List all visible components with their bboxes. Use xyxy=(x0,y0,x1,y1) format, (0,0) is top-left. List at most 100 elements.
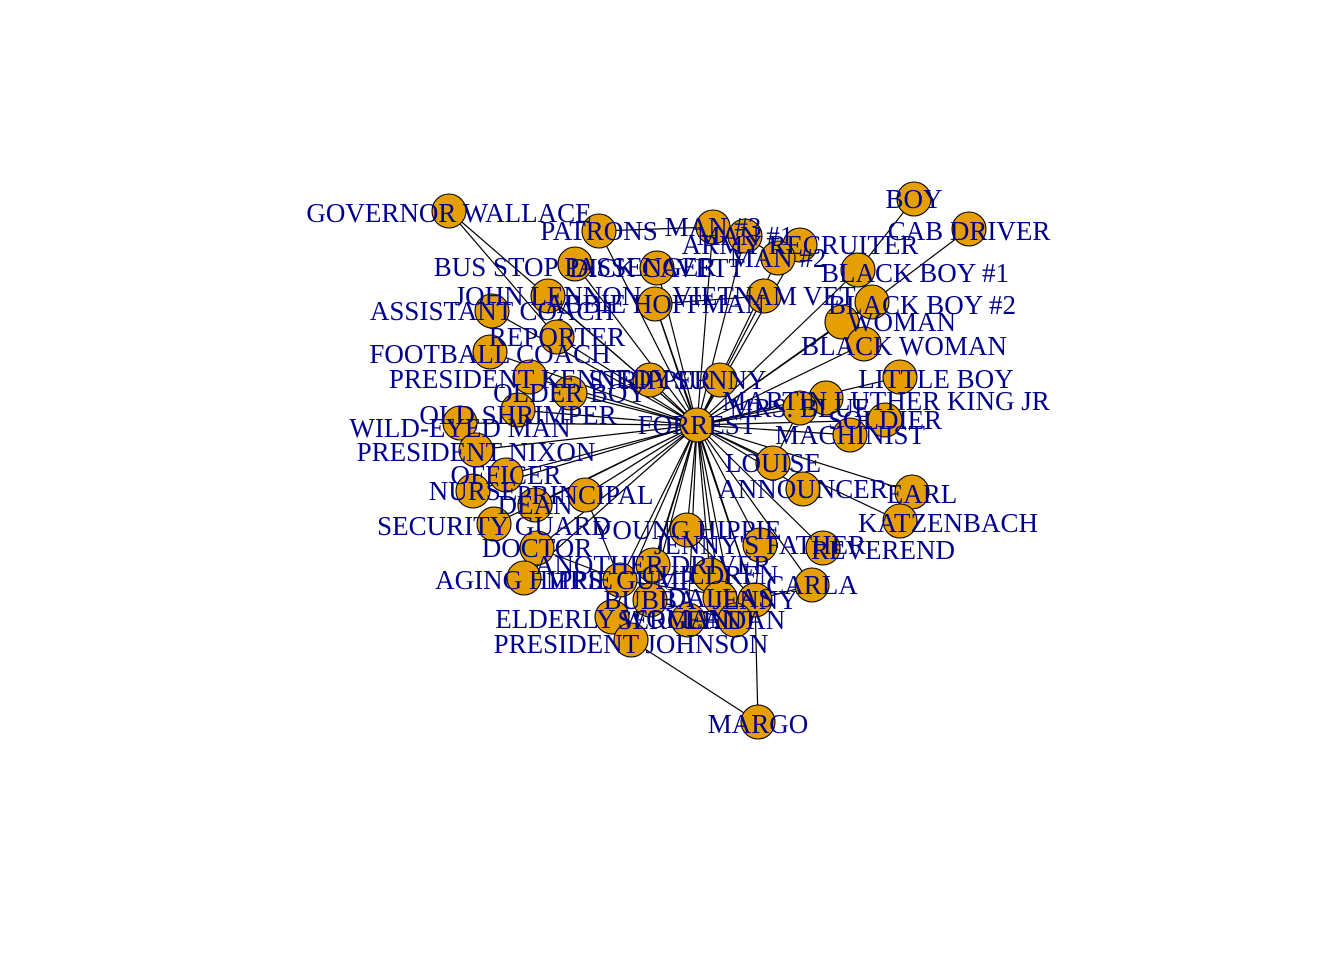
node-sunny xyxy=(702,362,738,398)
node-label-president-johnson: PRESIDENT JOHNSON xyxy=(494,629,769,659)
node-stripper xyxy=(632,362,668,398)
node-label-boy: BOY xyxy=(885,184,942,214)
node-label-sergeant: SERGEANT xyxy=(618,605,760,635)
node-old-shrimper xyxy=(500,392,536,428)
node-label-cab-driver: CAB DRIVER xyxy=(888,216,1051,246)
node-boy xyxy=(896,181,932,217)
nodes-layer xyxy=(431,181,987,740)
node-president-johnson xyxy=(613,622,649,658)
node-older-boy xyxy=(552,375,588,411)
node-mrs-gump xyxy=(602,562,638,598)
edge-forrest--carla xyxy=(696,424,813,586)
node-label-man-3: MAN #3 xyxy=(665,212,762,242)
node-louise xyxy=(755,445,791,481)
node-label-announcer: ANNOUNCER xyxy=(718,474,888,504)
node-cab-driver xyxy=(951,211,987,247)
edge-forrest--machinist xyxy=(696,424,851,436)
edge-forrest--mrs-gump xyxy=(619,424,698,581)
node-label-man-1: MAN #1 xyxy=(697,221,794,251)
edge-forrest--wild-eyed-man xyxy=(459,422,698,426)
node-label-katzenbach: KATZENBACH xyxy=(858,508,1038,538)
node-sergeant xyxy=(670,602,706,638)
node-label-soldier: SOLDIER xyxy=(828,405,942,435)
node-label-earl: EARL xyxy=(887,479,958,509)
node-label-dallas: DALLAS xyxy=(667,583,774,613)
node-president-kennedy xyxy=(512,359,548,395)
node-another-driver xyxy=(635,547,671,583)
edge-forrest--man-1 xyxy=(696,235,746,426)
node-john-lennon xyxy=(530,278,566,314)
edge-forrest--jenny-s-father xyxy=(696,424,761,546)
node-vietnam-vet xyxy=(746,278,782,314)
node-black-woman xyxy=(846,326,882,362)
node-patrons xyxy=(581,213,617,249)
node-label-reverend: REVEREND xyxy=(811,535,955,565)
edge-forrest--old-shrimper xyxy=(517,409,698,426)
node-label-vietnam-vet: VIETNAM VET xyxy=(672,281,856,311)
edge-forrest--children xyxy=(696,424,711,576)
node-label-martin-luther-king-jr: MARTIN LUTHER KING JR xyxy=(722,386,1050,416)
edge-forrest--young-hippie xyxy=(686,424,698,531)
edge-forrest--reverend xyxy=(696,424,824,549)
node-label-doctor: DOCTOR xyxy=(482,533,593,563)
node-label-john-lennon: JOHN LENNON xyxy=(455,281,642,311)
node-principal xyxy=(567,477,603,513)
node-label-louise: LOUISE xyxy=(725,448,821,478)
node-label-football-coach: FOOTBALL COACH xyxy=(369,339,610,369)
edge-forrest--assistant-coach xyxy=(491,310,698,426)
edge-forrest--doctor xyxy=(536,424,698,549)
edge-forrest--bus-stop-passenger xyxy=(574,263,698,426)
node-label-reporter: REPORTER xyxy=(489,322,625,352)
node-label-assistant-coach: ASSISTANT COACH xyxy=(370,296,614,326)
node-machinist xyxy=(832,417,868,453)
edge-margo--president-johnson xyxy=(630,639,759,723)
node-label-stripper: STRIPPER xyxy=(588,365,711,395)
node-officer xyxy=(488,457,524,493)
node-announcer xyxy=(785,471,821,507)
edge-vietnam-vet--abbie-hoffman xyxy=(654,295,765,305)
node-dean xyxy=(517,487,553,523)
node-abbie-hoffman xyxy=(637,286,673,322)
node-label-bubba: BUBBA xyxy=(603,585,697,615)
node-label-old-shrimper: OLD SHRIMPER xyxy=(419,400,616,430)
node-label-little-boy: LITTLE BOY xyxy=(858,364,1013,394)
node-dick-cavett xyxy=(639,250,675,286)
node-label-man-2: MAN #2 xyxy=(730,243,827,273)
edge-forrest--officer xyxy=(505,424,698,476)
node-label-sunny: SUNNY xyxy=(673,365,766,395)
node-forrest xyxy=(679,407,715,443)
edge-man-3--patrons xyxy=(598,226,714,232)
node-label-lt-dan: LT. DAN xyxy=(685,605,786,635)
node-label-jenny: JENNY xyxy=(712,585,798,615)
edge-jenny--margo xyxy=(754,599,759,723)
node-label-forrest: FORREST xyxy=(638,410,757,440)
node-assistant-coach xyxy=(474,293,510,329)
node-president-nixon xyxy=(458,432,494,468)
node-label-black-woman: BLACK WOMAN xyxy=(801,331,1007,361)
edge-forrest--announcer xyxy=(696,424,804,490)
node-label-older-boy: OLDER BOY xyxy=(493,378,647,408)
node-label-patrons: PATRONS xyxy=(540,216,658,246)
node-aging-hippie xyxy=(506,560,542,596)
node-label-wild-eyed-man: WILD-EYED MAN xyxy=(349,413,570,443)
node-label-machinist: MACHINIST xyxy=(775,420,926,450)
node-reporter xyxy=(539,319,575,355)
node-label-margo: MARGO xyxy=(708,709,809,739)
node-label-mrs-gump: MRS. GUMP xyxy=(546,565,695,595)
node-jenny-s-father xyxy=(742,527,778,563)
node-mrs-blue xyxy=(782,390,818,426)
node-bus-stop-passenger xyxy=(557,246,593,282)
edge-forrest--earl xyxy=(696,424,913,493)
edge-forrest--older-boy xyxy=(569,392,698,426)
edge-forrest--man-3 xyxy=(696,226,714,426)
node-label-security-guard: SECURITY GUARD xyxy=(377,511,611,541)
edge-cab-driver--black-boy-2 xyxy=(871,228,970,303)
node-label-jenny-s-father: JENNY'S FATHER xyxy=(654,530,866,560)
node-label-dean: DEAN xyxy=(498,490,573,520)
node-woman xyxy=(824,304,860,340)
edge-forrest--black-woman xyxy=(696,343,865,426)
node-nurse xyxy=(455,473,491,509)
node-elderly-woman xyxy=(594,599,630,635)
